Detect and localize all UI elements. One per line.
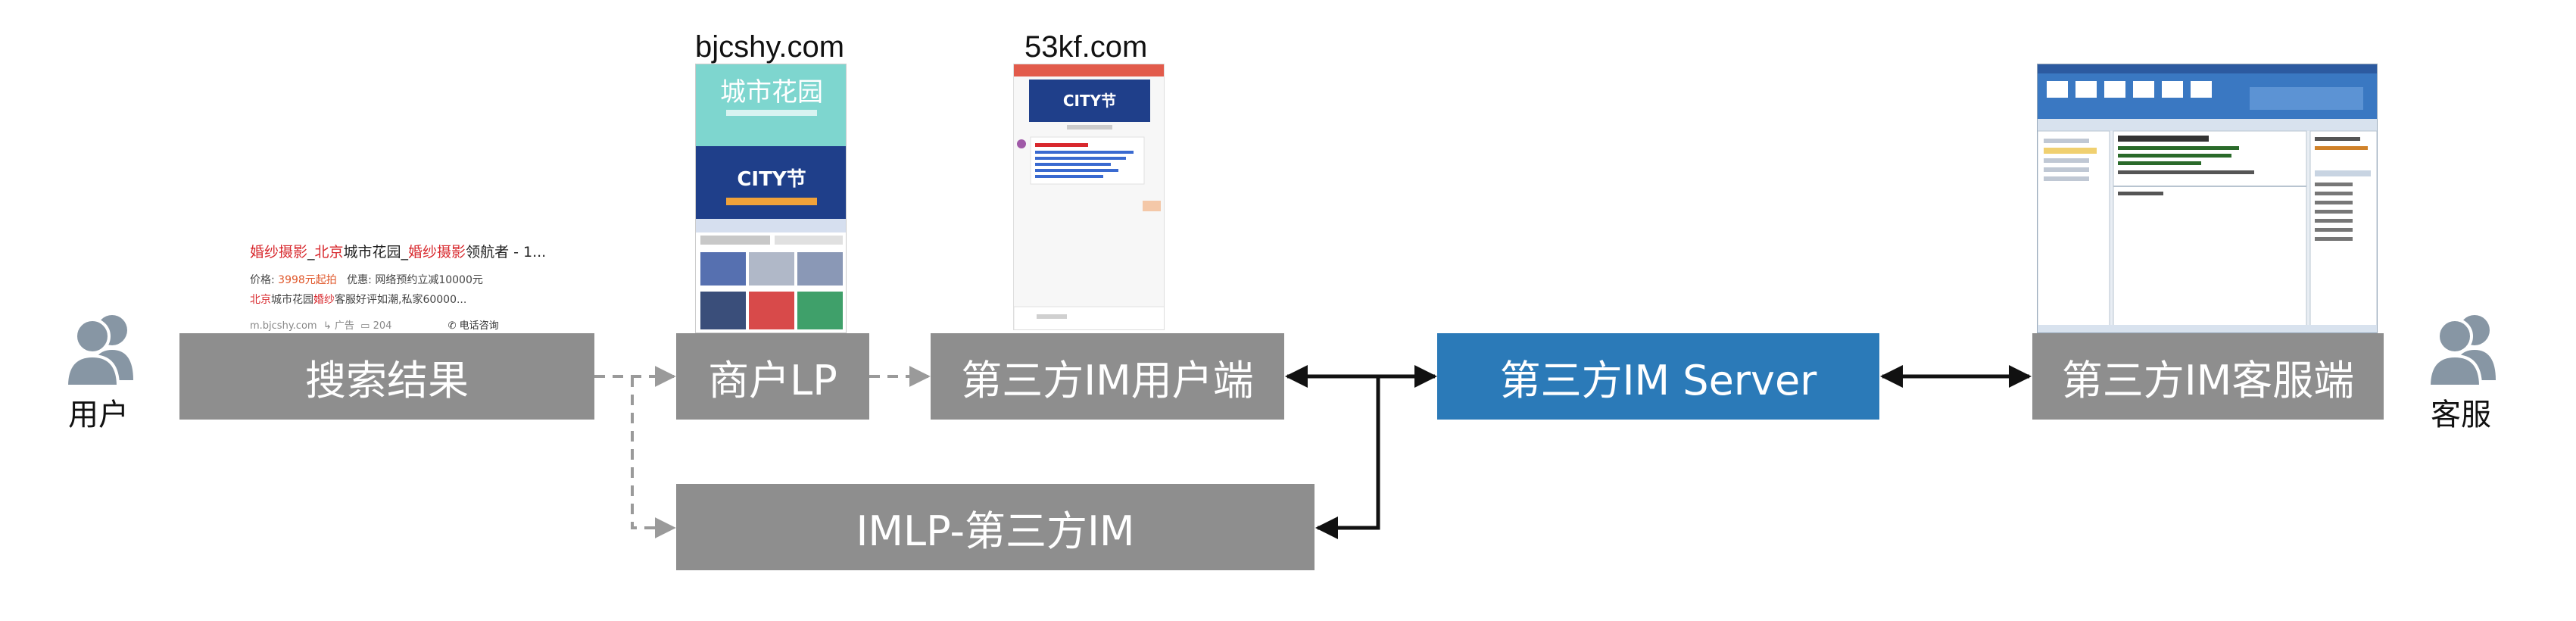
search-result-title: 婚纱摄影_北京城市花园_婚纱摄影领航者 - 1...	[250, 244, 547, 261]
im-vendor-domain: 53kf.com	[1024, 30, 1148, 64]
im-agent-node: 第三方IM客服端	[2032, 333, 2384, 420]
imlp-node: IMLP-第三方IM	[676, 484, 1315, 570]
search-results-node: 搜索结果	[179, 333, 594, 420]
merchant-lp-screenshot: 城市花园 CITY节	[695, 64, 847, 333]
im-client-screenshot: CITY节	[1013, 64, 1165, 330]
search-result-price: 价格: 3998元起拍 优惠: 网络预约立减10000元	[250, 274, 483, 286]
service-label: 客服	[2431, 398, 2491, 432]
search-result-meta: m.bjcshy.com ↳ 广告 ▭ 204 ✆ 电话咨询	[250, 320, 499, 332]
phone-icon: ✆	[448, 320, 457, 332]
im-server-node: 第三方IM Server	[1437, 333, 1879, 420]
arrow-imlp-to-server	[1315, 376, 1380, 539]
customer-service-icon	[2423, 310, 2506, 388]
im-client-node: 第三方IM用户端	[931, 333, 1284, 420]
user-label: 用户	[68, 398, 129, 432]
search-result-description: 北京城市花园婚纱客服好评如潮,私家60000...	[250, 294, 467, 306]
svg-text:CITY节: CITY节	[1063, 92, 1116, 110]
search-result-snippet: 婚纱摄影_北京城市花园_婚纱摄影领航者 - 1... 价格: 3998元起拍 优…	[250, 241, 547, 332]
arrow-icon: ↳	[323, 320, 332, 332]
svg-text:CITY节: CITY节	[737, 168, 806, 191]
svg-text:城市花园: 城市花园	[720, 77, 823, 108]
merchant-domain: bjcshy.com	[695, 30, 845, 64]
im-agent-screenshot	[2037, 64, 2378, 333]
dashed-arrow-search-to-imlp	[631, 376, 676, 538]
comment-icon: ▭	[360, 320, 370, 332]
merchant-lp-node: 商户LP	[676, 333, 869, 420]
user-icon	[61, 310, 144, 388]
